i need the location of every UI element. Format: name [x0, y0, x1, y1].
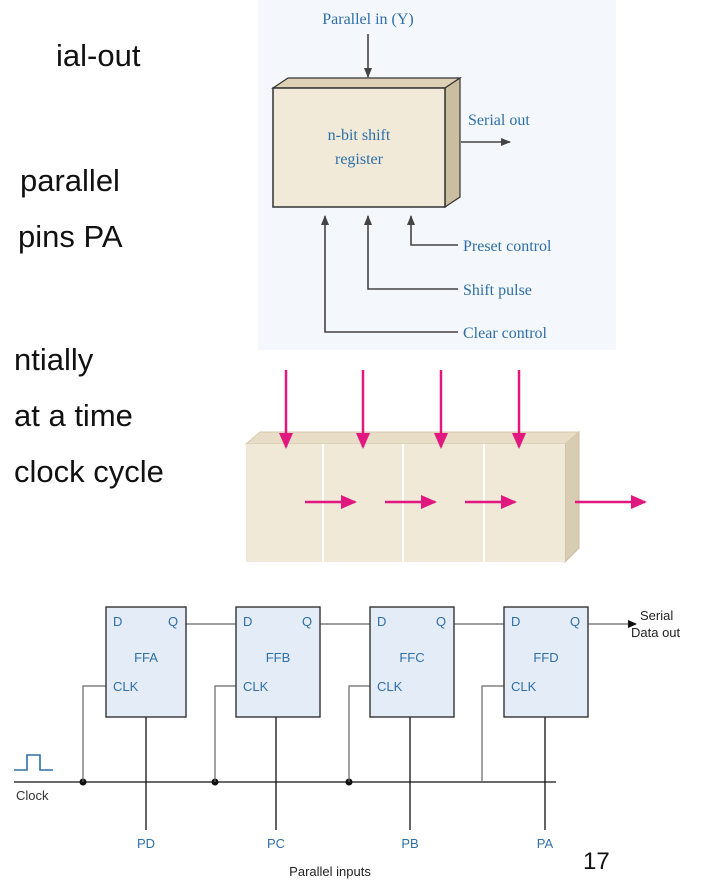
ffb-name: FFB — [266, 650, 291, 665]
ffc-clk-pin: CLK — [377, 679, 403, 694]
register-label-line-2: register — [335, 151, 384, 168]
clear-control-label: Clear control — [463, 325, 548, 342]
register-box-top — [271, 77, 462, 89]
preset-control-line — [407, 215, 458, 246]
slide-text-line-5: at a time — [14, 398, 133, 433]
serial-data-out-label-1: Serial — [640, 608, 673, 623]
clear-control-line — [321, 215, 458, 333]
ffb-d-pin: D — [243, 614, 252, 629]
parallel-inputs-label: Parallel inputs — [289, 864, 371, 879]
ffa-name: FFA — [134, 650, 158, 665]
clock-label: Clock — [16, 788, 49, 803]
slide-text-line-3: pins PA — [18, 219, 123, 254]
flip-flop-ffa: D Q FFA CLK — [105, 606, 187, 718]
input-label-pb: PB — [401, 836, 418, 851]
ffd-clk-pin: CLK — [511, 679, 537, 694]
ffb-clk-pin: CLK — [243, 679, 269, 694]
clock-wire-ffc — [348, 685, 370, 782]
shift-pulse-label: Shift pulse — [463, 282, 532, 299]
serial-data-out-label-2: Data out — [631, 625, 681, 640]
parallel-load-illustration — [244, 370, 647, 564]
shift-register-block-diagram: Parallel in (Y) n-bit shift register Ser… — [258, 0, 616, 350]
input-label-pa: PA — [537, 836, 554, 851]
input-label-pc: PC — [267, 836, 285, 851]
clock-wire-ffa — [82, 685, 106, 782]
clock-wire-ffd — [481, 685, 504, 782]
serial-out-label: Serial out — [468, 112, 530, 129]
flip-flop-ffb: D Q FFB CLK — [235, 606, 321, 718]
slide-text-line-6: clock cycle — [14, 454, 164, 489]
slide-number: 17 — [583, 848, 610, 875]
shift-pulse-line — [364, 215, 458, 290]
ffd-d-pin: D — [511, 614, 520, 629]
flip-flop-circuit: Clock D Q FFA CLK D Q FFB CLK D Q FFC CL… — [14, 606, 681, 879]
preset-control-label: Preset control — [463, 238, 552, 255]
parallel-in-label: Parallel in (Y) — [322, 11, 414, 28]
ffd-q-pin: Q — [570, 614, 580, 629]
ffb-q-pin: Q — [302, 614, 312, 629]
clock-wire-ffb — [214, 685, 236, 782]
ffc-q-pin: Q — [436, 614, 446, 629]
register-cells-top — [244, 431, 581, 445]
flip-flop-ffc: D Q FFC CLK — [369, 606, 455, 718]
ffa-d-pin: D — [113, 614, 122, 629]
register-box — [272, 87, 446, 208]
register-label-line-1: n-bit shift — [328, 127, 391, 144]
flip-flop-ffd: D Q FFD CLK — [503, 606, 589, 718]
slide-text-line-1: ial-out — [56, 38, 141, 73]
ffa-q-pin: Q — [168, 614, 178, 629]
input-label-pd: PD — [137, 836, 155, 851]
slide-text-line-4: ntially — [14, 342, 94, 377]
ffd-name: FFD — [533, 650, 558, 665]
register-cells-side — [564, 430, 580, 564]
ffc-name: FFC — [399, 650, 424, 665]
slide-text-line-2: parallel — [20, 163, 120, 198]
clock-pulse-icon — [14, 754, 53, 771]
register-box-side — [444, 76, 461, 209]
ffc-d-pin: D — [377, 614, 386, 629]
ffa-clk-pin: CLK — [113, 679, 139, 694]
